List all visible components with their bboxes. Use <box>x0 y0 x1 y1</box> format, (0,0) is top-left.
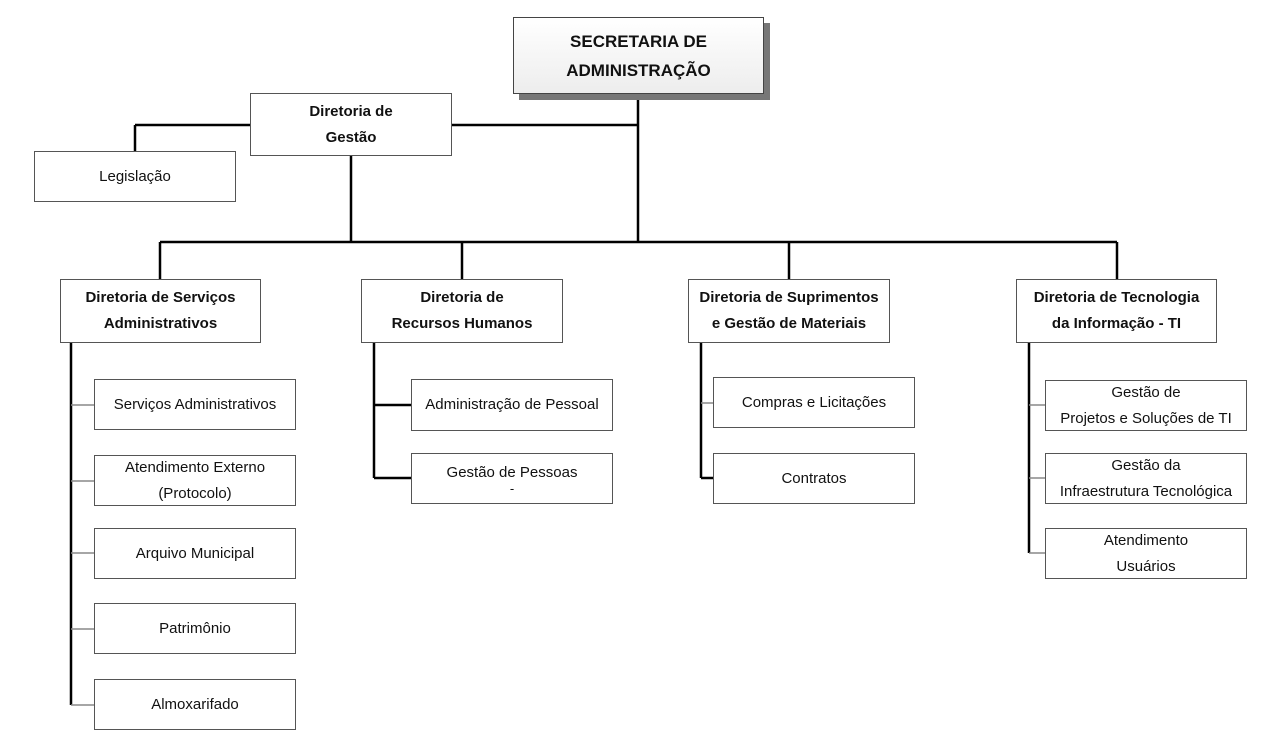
unit-line2: Projetos e Soluções de TI <box>1060 409 1232 427</box>
diretoria-suprimentos-line2: e Gestão de Materiais <box>711 315 867 332</box>
secretaria-line2: ADMINISTRAÇÃO <box>566 60 711 80</box>
unit-line1: Serviços Administrativos <box>113 395 277 413</box>
diretoria-gestao-box: Diretoria de Gestão <box>250 93 452 156</box>
legislacao-label: Legislação <box>99 167 171 185</box>
unit-line1: Contratos <box>781 469 847 487</box>
unit-atendimento-usuarios: Atendimento Usuários <box>1045 528 1247 579</box>
unit-contratos: Contratos <box>713 453 915 504</box>
diretoria-ti-line1: Diretoria de Tecnologia <box>1033 289 1200 306</box>
unit-line2: - <box>509 480 515 496</box>
secretaria-box: SECRETARIA DE ADMINISTRAÇÃO <box>513 17 764 94</box>
unit-line1: Atendimento Externo <box>124 458 266 476</box>
legislacao-box: Legislação <box>34 151 236 202</box>
unit-line1: Atendimento <box>1103 531 1189 549</box>
unit-gestao-infraestrutura: Gestão da Infraestrutura Tecnológica <box>1045 453 1247 504</box>
unit-line1: Almoxarifado <box>151 695 239 713</box>
diretoria-ti-box: Diretoria de Tecnologia da Informação - … <box>1016 279 1217 343</box>
diretoria-servicos-box: Diretoria de Serviços Administrativos <box>60 279 261 343</box>
unit-servicos-administrativos: Serviços Administrativos <box>94 379 296 430</box>
unit-line1: Gestão de Pessoas <box>446 463 578 481</box>
unit-line1: Gestão de <box>1111 383 1181 401</box>
unit-line1: Administração de Pessoal <box>425 396 599 413</box>
diretoria-servicos-line1: Diretoria de Serviços <box>85 289 236 306</box>
unit-line2: (Protocolo) <box>158 484 232 502</box>
diretoria-suprimentos-line1: Diretoria de Suprimentos <box>699 289 879 306</box>
diretoria-suprimentos-box: Diretoria de Suprimentos e Gestão de Mat… <box>688 279 890 343</box>
unit-atendimento-externo: Atendimento Externo (Protocolo) <box>94 455 296 506</box>
unit-gestao-pessoas: Gestão de Pessoas - <box>411 453 613 504</box>
unit-arquivo-municipal: Arquivo Municipal <box>94 528 296 579</box>
unit-line1: Patrimônio <box>159 619 231 637</box>
unit-line1: Gestão da <box>1111 456 1181 474</box>
diretoria-gestao-line2: Gestão <box>325 128 377 146</box>
unit-line2: Usuários <box>1116 557 1176 575</box>
unit-gestao-projetos-ti: Gestão de Projetos e Soluções de TI <box>1045 380 1247 431</box>
diretoria-servicos-line2: Administrativos <box>103 315 218 332</box>
unit-administracao-pessoal: Administração de Pessoal <box>411 379 613 431</box>
unit-line2: Infraestrutura Tecnológica <box>1059 482 1233 500</box>
unit-line1: Arquivo Municipal <box>135 544 255 562</box>
unit-almoxarifado: Almoxarifado <box>94 679 296 730</box>
diretoria-rh-line2: Recursos Humanos <box>391 315 533 332</box>
diretoria-gestao-line1: Diretoria de <box>309 102 393 120</box>
diretoria-rh-line1: Diretoria de <box>420 289 504 306</box>
diretoria-rh-box: Diretoria de Recursos Humanos <box>361 279 563 343</box>
secretaria-line1: SECRETARIA DE <box>570 31 707 51</box>
unit-patrimonio: Patrimônio <box>94 603 296 654</box>
diretoria-ti-line2: da Informação - TI <box>1051 315 1182 332</box>
unit-compras-licitacoes: Compras e Licitações <box>713 377 915 428</box>
unit-line1: Compras e Licitações <box>741 393 887 411</box>
